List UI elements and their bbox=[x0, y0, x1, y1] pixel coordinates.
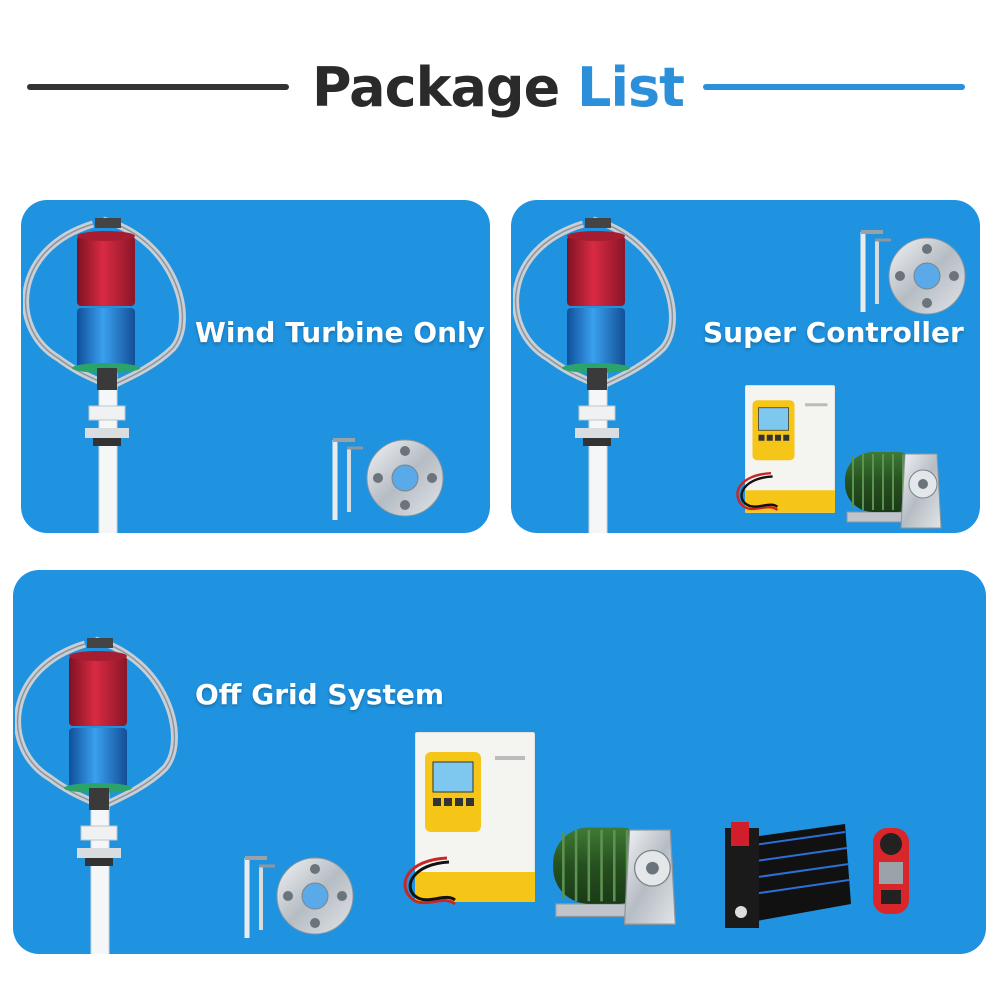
wind-turbine-icon bbox=[15, 628, 195, 954]
flange-icon bbox=[275, 856, 355, 936]
title-word-package: Package bbox=[312, 56, 560, 119]
header: Package List bbox=[0, 50, 1000, 130]
flange-icon bbox=[365, 438, 445, 518]
package-label: Super Controller bbox=[703, 316, 964, 349]
anemometer-icon bbox=[871, 826, 911, 916]
wires-icon bbox=[397, 854, 457, 914]
allen-key-icon bbox=[239, 850, 279, 940]
package-label: Wind Turbine Only bbox=[195, 316, 485, 349]
allen-key-icon bbox=[327, 432, 367, 522]
package-card-super-controller: Super Controller bbox=[511, 200, 980, 533]
package-card-off-grid-system: Off Grid System bbox=[13, 570, 986, 954]
package-label: Off Grid System bbox=[195, 678, 445, 711]
wind-turbine-icon bbox=[513, 208, 693, 533]
resistor-icon bbox=[543, 802, 683, 942]
inverter-icon bbox=[725, 818, 855, 928]
package-card-wind-turbine-only: Wind Turbine Only bbox=[21, 200, 490, 533]
wind-turbine-icon bbox=[23, 208, 203, 533]
flange-icon bbox=[887, 236, 967, 316]
wires-icon bbox=[731, 468, 779, 520]
title-rule-left bbox=[27, 84, 289, 90]
page-title: Package List bbox=[312, 56, 685, 119]
title-word-list: List bbox=[577, 56, 685, 119]
title-rule-right bbox=[703, 84, 965, 90]
resistor-icon bbox=[837, 432, 947, 533]
